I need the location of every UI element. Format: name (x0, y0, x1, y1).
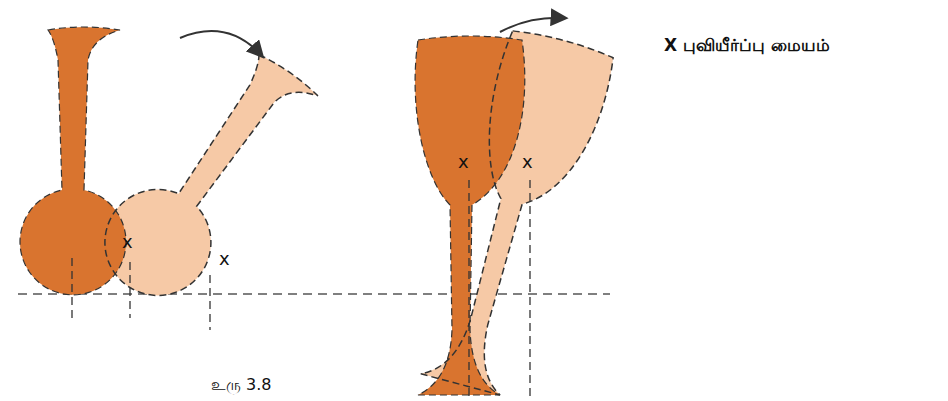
cog-mark: x (458, 152, 469, 172)
upright-vase (20, 27, 126, 295)
tilted-vase (84, 36, 324, 316)
figure-caption: உரு 3.8 (205, 374, 278, 396)
vase-outline (20, 27, 126, 295)
tilted-glass-outline (418, 26, 617, 401)
cog-mark: x (122, 232, 133, 252)
cog-mark: x (522, 152, 533, 172)
upright-glass (415, 36, 525, 395)
legend-note: X புவியீர்ப்பு மையம் (664, 36, 830, 55)
tilted-vase-outline (84, 36, 324, 316)
tip-arrow (180, 31, 262, 56)
cog-mark: x (219, 249, 230, 269)
tip-arrow (500, 18, 565, 32)
glass-outline (415, 36, 525, 395)
gravity-lines (72, 180, 530, 398)
ground-line (18, 293, 610, 295)
